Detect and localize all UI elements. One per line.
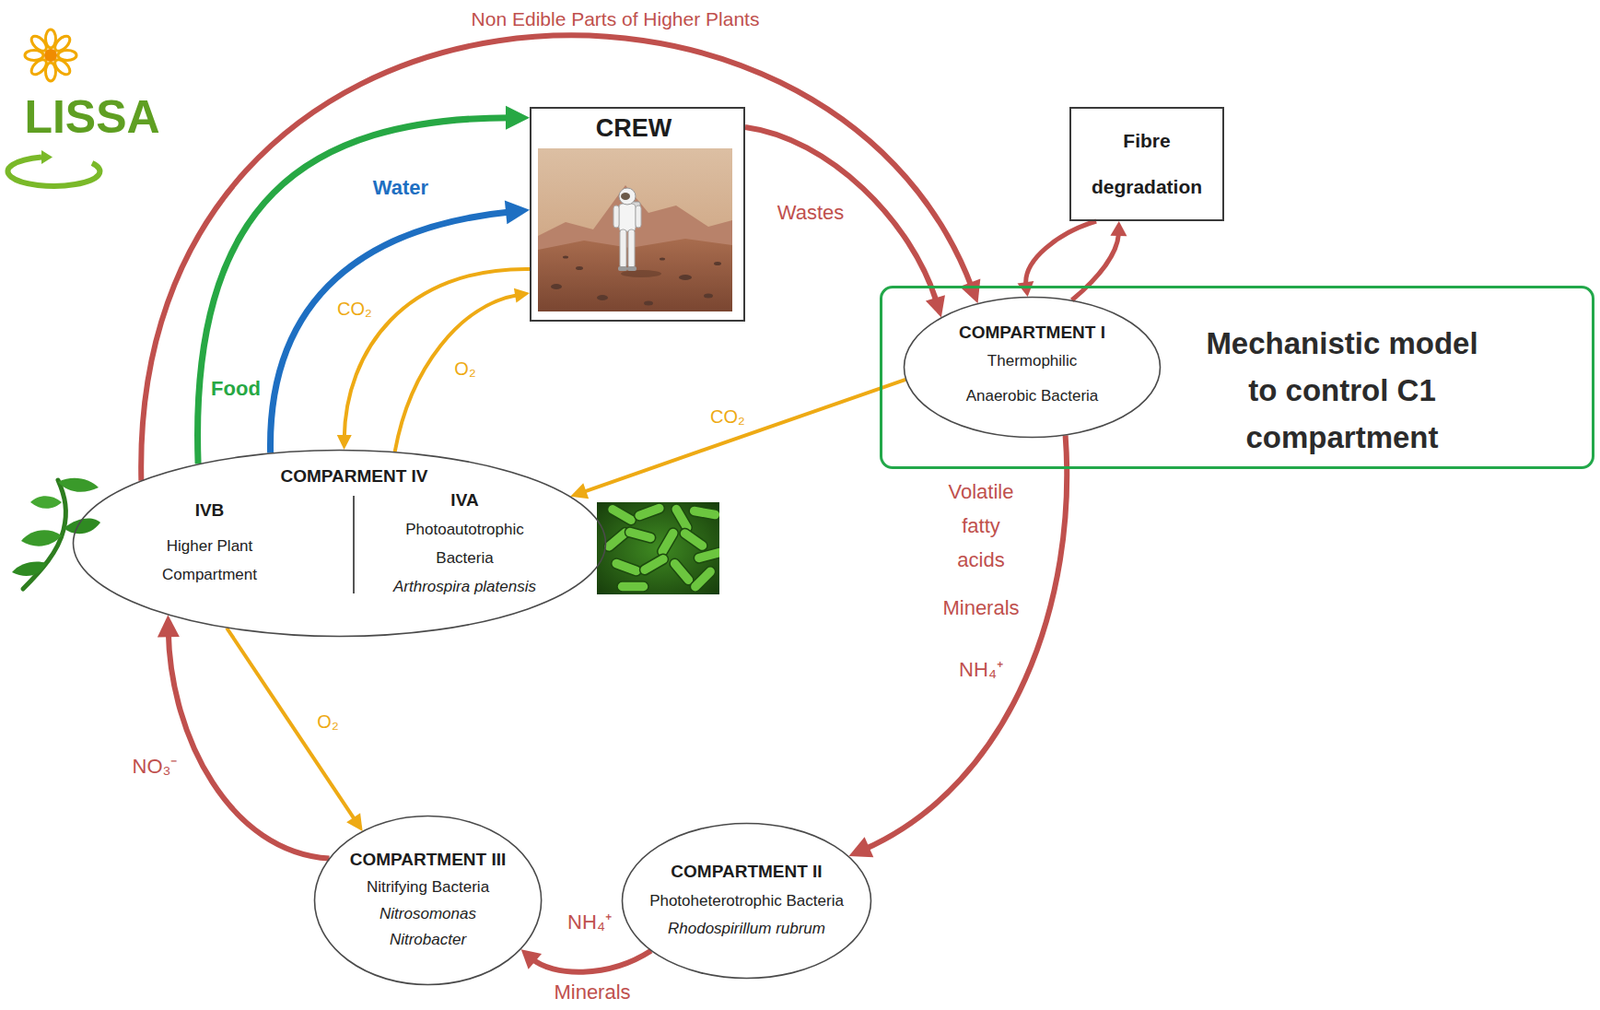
highlight-box: Mechanistic model to control C1 compartm…: [879, 285, 1595, 469]
organism-label: Nitrifying Bacteria: [366, 873, 490, 901]
label-slot: NH₄⁺: [564, 908, 615, 935]
text-slot: IVA: [450, 487, 479, 511]
flow-arrow: [269, 199, 530, 453]
label-slot: NO₃⁻: [129, 752, 181, 780]
flow-arrow: [198, 105, 530, 465]
bacteria-photo: [596, 502, 726, 595]
flow-label: Non Edible Parts of Higher Plants: [468, 6, 763, 32]
compartment-title: COMPARTMENT I: [958, 321, 1106, 344]
flow-label: O₂: [451, 356, 479, 381]
label-slot: O₂: [314, 709, 341, 734]
divider-line: [352, 495, 355, 594]
flow-label: O₂: [314, 709, 341, 734]
flow-label: Wastes: [774, 198, 848, 226]
label-slot: Water: [370, 174, 432, 201]
logo-text: LISSA: [21, 87, 163, 148]
label-slot: NH₄⁺: [956, 655, 1006, 683]
section-title: IVB: [195, 497, 225, 521]
text-slot: CREW: [531, 112, 736, 144]
text-column: COMPARTMENT IIINitrifying BacteriaNitros…: [350, 847, 507, 953]
organism-label: Higher Plant Compartment: [150, 531, 270, 589]
flow-arrow: [570, 379, 906, 500]
process-box: Fibre degradation: [1069, 106, 1225, 222]
compartment-title: COMPARTMENT II: [670, 859, 822, 884]
text-slot: Mechanistic model to control C1 compartm…: [1195, 319, 1489, 461]
compartment-title: COMPARTMENT III: [350, 847, 507, 872]
organism-label: Photoautotrophic Bacteria: [391, 514, 539, 573]
text-slot: COMPARMENT IV: [280, 463, 428, 487]
compartment-title: COMPARMENT IV: [280, 463, 428, 487]
label-slot: Food: [208, 374, 264, 402]
organism-label: Thermophilic Anaerobic Bacteria: [953, 343, 1112, 414]
species-label: Nitrosomonas Nitrobacter: [367, 900, 488, 953]
flow-label: NH₄⁺: [564, 908, 615, 935]
text-slot: Higher Plant Compartment: [150, 531, 270, 589]
flow-label: Water: [370, 174, 432, 201]
ellipse-outline: [313, 814, 543, 986]
text-slot: Arthrospira platensis: [393, 576, 537, 597]
section-title: IVA: [450, 487, 479, 511]
crew-box: CREW: [529, 106, 746, 322]
annotation-text: Mechanistic model to control C1 compartm…: [1195, 319, 1489, 461]
flow-label: NH₄⁺: [956, 655, 1006, 683]
text-slot: Fibre degradation: [1078, 117, 1215, 211]
text-slot: IVB: [195, 497, 225, 521]
flow-label: Minerals: [939, 594, 1022, 621]
label-slot: LISSA: [21, 87, 163, 148]
label-slot: CO₂: [334, 296, 375, 321]
flow-arrow: [745, 127, 946, 318]
flow-arrow: [848, 434, 1067, 857]
text-slot: Photoautotrophic Bacteria: [391, 514, 539, 573]
organism-label: Photoheterotrophic Bacteria: [649, 887, 844, 915]
flow-label: NO₃⁻: [129, 752, 181, 780]
flow-arrow: [226, 627, 363, 831]
text-column: COMPARTMENT II Photoheterotrophic Bacteri…: [649, 859, 844, 943]
compartment-ellipse: COMPARTMENT IThermophilic Anaerobic Bact…: [902, 295, 1162, 439]
flow-arrow: [395, 288, 530, 453]
flow-label: Minerals: [550, 978, 633, 1005]
label-slot: Non Edible Parts of Higher Plants: [468, 6, 763, 32]
crew-photo: [537, 148, 733, 312]
label-slot: CO₂: [707, 404, 748, 429]
label-slot: Volatile fatty acids: [934, 474, 1028, 577]
compartment-ellipse: COMPARTMENT IIINitrifying BacteriaNitros…: [313, 814, 543, 986]
label-slot: Minerals: [939, 594, 1022, 621]
compartment-ellipse: COMPARMENT IV IVB Higher Plant Compartment…: [71, 448, 608, 638]
box-title: CREW: [531, 112, 736, 144]
flow-label: CO₂: [707, 404, 748, 429]
flow-arrow: [521, 948, 652, 972]
flow-label: CO₂: [334, 296, 375, 321]
flow-label: Volatile fatty acids: [934, 474, 1028, 577]
text-column: COMPARTMENT IThermophilic Anaerobic Bact…: [953, 321, 1112, 414]
flow-label: Food: [208, 374, 264, 402]
flow-arrow: [140, 35, 981, 480]
box-label: Fibre degradation: [1078, 117, 1215, 211]
compartment-ellipse: COMPARTMENT II Photoheterotrophic Bacteri…: [620, 821, 873, 980]
species-label: Rhodospirillum rubrum: [667, 914, 826, 943]
species-label: Arthrospira platensis: [393, 576, 537, 597]
label-slot: Minerals: [550, 978, 633, 1005]
label-slot: O₂: [451, 356, 479, 381]
label-slot: Wastes: [774, 198, 848, 226]
